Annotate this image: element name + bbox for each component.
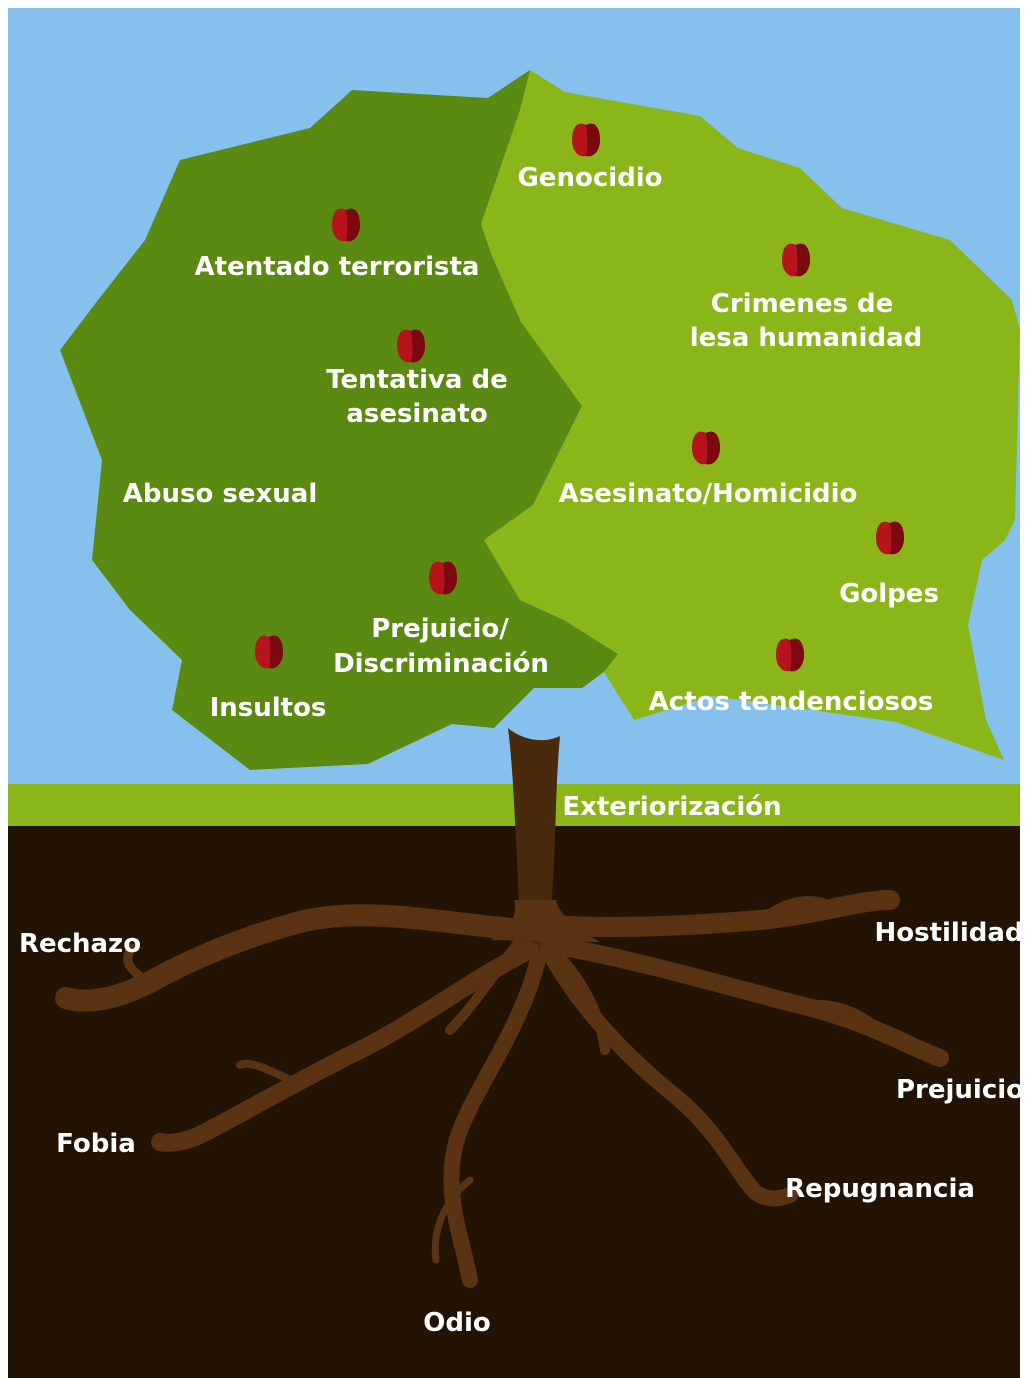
apple-icon [255,635,283,669]
label-golpes: Golpes [839,579,939,609]
label-crimenes-line2: lesa humanidad [690,323,922,353]
apple-icon [397,329,425,363]
apple-icon [776,638,804,672]
apple-icon [876,521,904,555]
label-hostilidad: Hostilidad [874,918,1023,948]
label-repugnancia: Repugnancia [785,1174,975,1204]
roots [55,890,949,1288]
apple-icon [692,431,720,465]
label-actos-tendenciosos: Actos tendenciosos [649,687,934,717]
canopy-left-dark [60,70,618,770]
apple-icon [429,561,457,595]
label-asesinato-homicidio: Asesinato/Homicidio [559,479,858,509]
label-rechazo: Rechazo [19,929,141,959]
canopy-right-light [481,70,1020,760]
label-atentado-terrorista: Atentado terrorista [195,252,480,282]
label-genocidio: Genocidio [517,163,662,193]
label-crimenes-line1: Crimenes de [711,289,893,319]
label-insultos: Insultos [210,693,327,723]
label-abuso-sexual: Abuso sexual [123,479,317,509]
label-tentativa-line2: asesinato [346,399,487,429]
label-fobia: Fobia [56,1129,136,1159]
apple-icon [572,123,600,157]
label-prejuicio-line1: Prejuicio/ [371,614,509,644]
root-base [490,900,600,942]
label-prejuicio-line2: Discriminación [333,649,549,679]
label-exteriorizacion: Exteriorización [562,792,781,822]
label-tentativa-line1: Tentativa de [326,365,508,395]
apple-icon [332,208,360,242]
label-prejuicio-root: Prejuicio [896,1075,1024,1105]
apple-icon [782,243,810,277]
label-odio: Odio [423,1308,491,1338]
